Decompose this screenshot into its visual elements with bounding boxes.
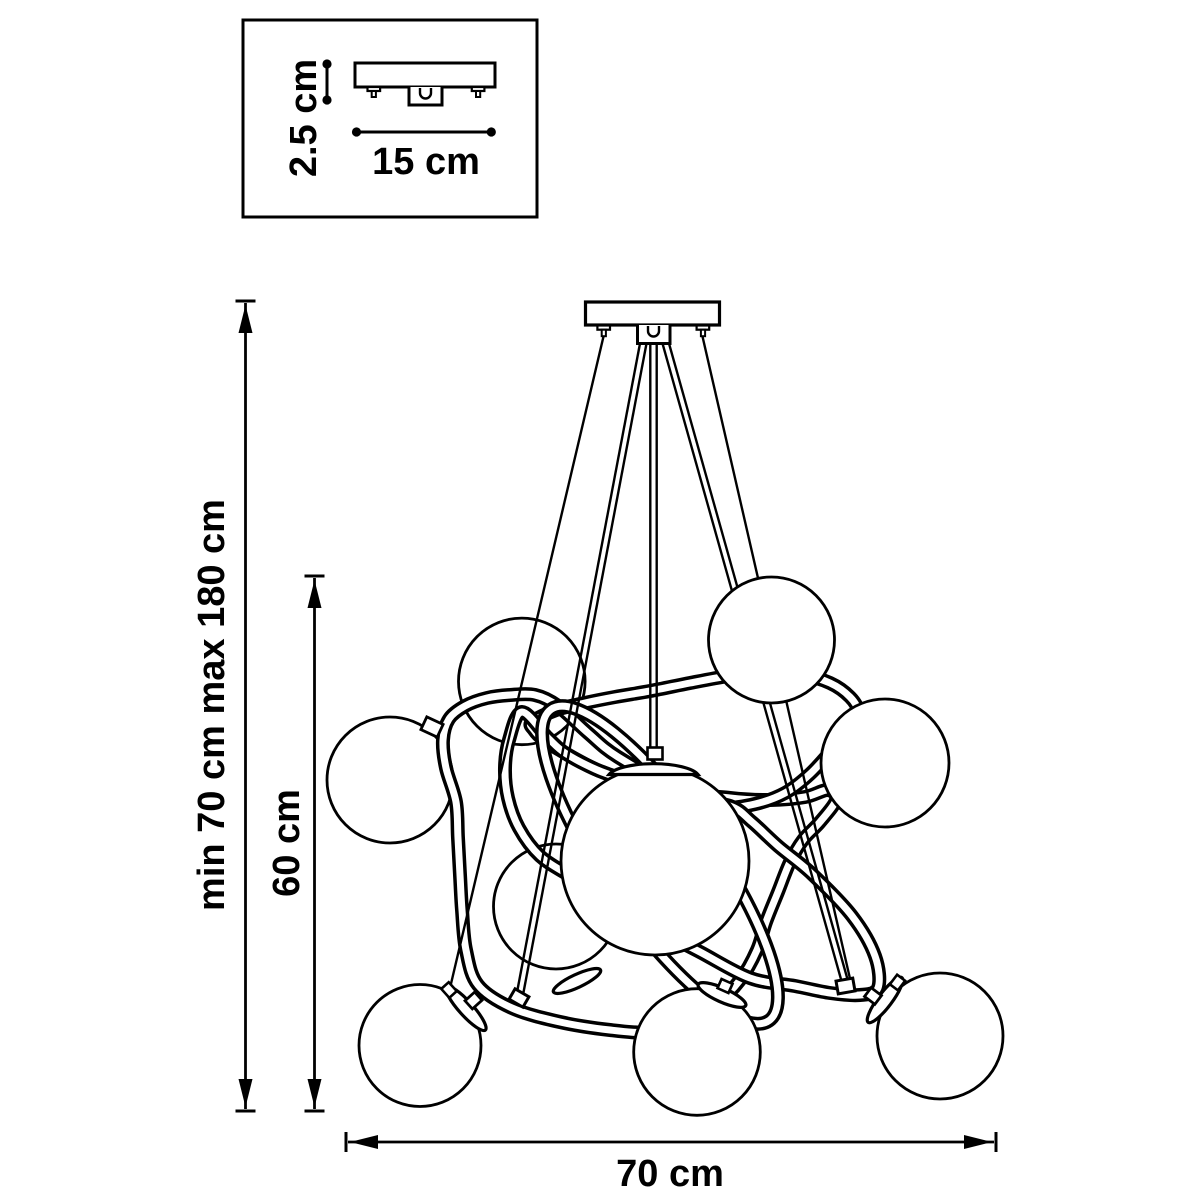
- svg-text:2.5 cm: 2.5 cm: [283, 59, 325, 177]
- svg-text:60 cm: 60 cm: [266, 789, 308, 897]
- svg-text:15 cm: 15 cm: [372, 141, 480, 183]
- svg-text:min 70 cm max 180 cm: min 70 cm max 180 cm: [191, 499, 233, 911]
- svg-text:70 cm: 70 cm: [616, 1153, 724, 1195]
